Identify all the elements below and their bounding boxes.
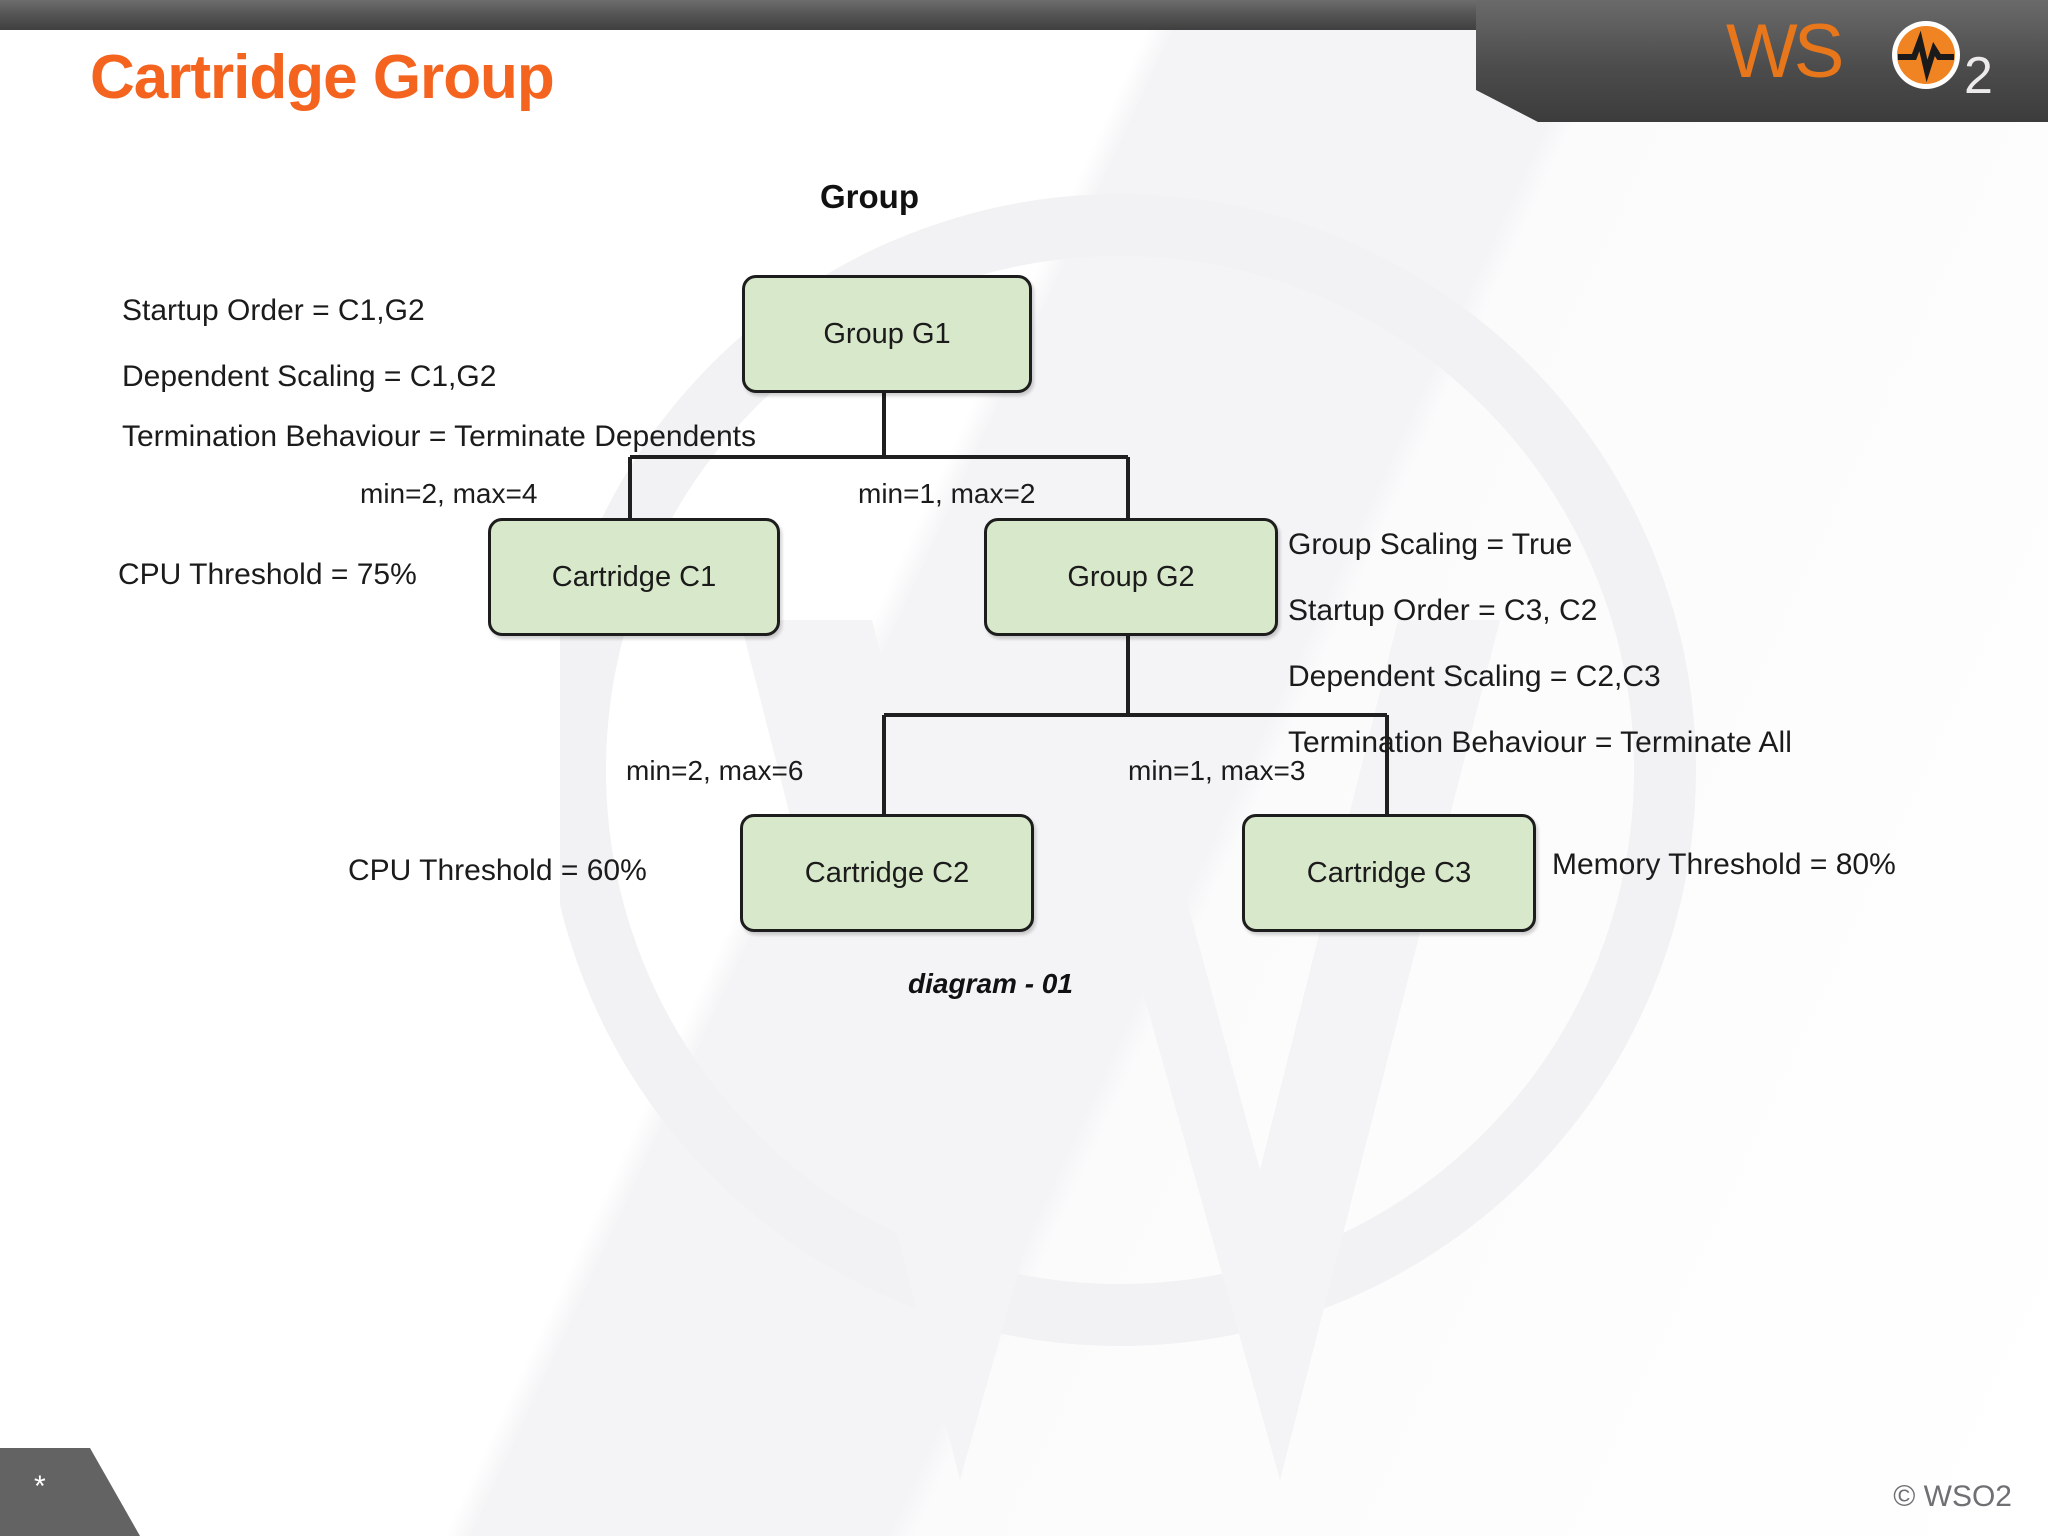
g2-property-termination-behaviour: Termination Behaviour = Terminate All: [1288, 726, 1792, 759]
g1-property-dependent-scaling: Dependent Scaling = C1,G2: [122, 360, 497, 393]
wso2-logo: WS 2: [1726, 11, 2026, 103]
diagram-caption: diagram - 01: [908, 968, 1073, 999]
node-label: Group G2: [1067, 560, 1195, 593]
node-label: Group G1: [823, 317, 951, 350]
node-label: Cartridge C1: [551, 560, 717, 593]
g2-property-startup-order: Startup Order = C3, C2: [1288, 594, 1598, 627]
footer-star: *: [34, 1470, 46, 1503]
edge-label-g2-to-c3: min=1, max=3: [1128, 755, 1306, 786]
footer-tab: [0, 1448, 140, 1536]
node-label: Cartridge C3: [1306, 856, 1472, 889]
edge-label-g2-to-c2: min=2, max=6: [626, 755, 804, 786]
edge-label-g1-to-c1: min=2, max=4: [360, 478, 538, 509]
annotation-c3-memory-threshold: Memory Threshold = 80%: [1552, 848, 1896, 881]
diagram-edges: [628, 385, 1389, 820]
edge-label-g1-to-g2: min=1, max=2: [858, 478, 1036, 509]
node-cartridge-c3[interactable]: Cartridge C3: [1242, 814, 1536, 932]
node-cartridge-c2[interactable]: Cartridge C2: [740, 814, 1034, 932]
node-group-g2[interactable]: Group G2: [984, 518, 1278, 636]
g1-property-termination-behaviour: Termination Behaviour = Terminate Depend…: [122, 420, 756, 453]
page-title: Cartridge Group: [90, 43, 555, 112]
g2-property-group-scaling: Group Scaling = True: [1288, 528, 1573, 561]
node-cartridge-c1[interactable]: Cartridge C1: [488, 518, 780, 636]
wso2-ws-text: WS: [1726, 11, 1842, 94]
annotation-c1-cpu-threshold: CPU Threshold = 75%: [118, 558, 417, 591]
pulse-circle-icon: [1892, 21, 1960, 89]
copyright-text: © WSO2: [1893, 1480, 2012, 1513]
node-label: Cartridge C2: [804, 856, 970, 889]
node-group-g1[interactable]: Group G1: [742, 275, 1032, 393]
g2-property-dependent-scaling: Dependent Scaling = C2,C3: [1288, 660, 1661, 693]
diagram-heading: Group: [820, 178, 919, 215]
wso2-subscript-2: 2: [1964, 47, 1993, 103]
cartridge-group-diagram: Group Group G1 Cartridge C1 Group G2 Car…: [0, 130, 2048, 1400]
g1-property-startup-order: Startup Order = C1,G2: [122, 294, 425, 327]
annotation-c2-cpu-threshold: CPU Threshold = 60%: [348, 854, 647, 887]
